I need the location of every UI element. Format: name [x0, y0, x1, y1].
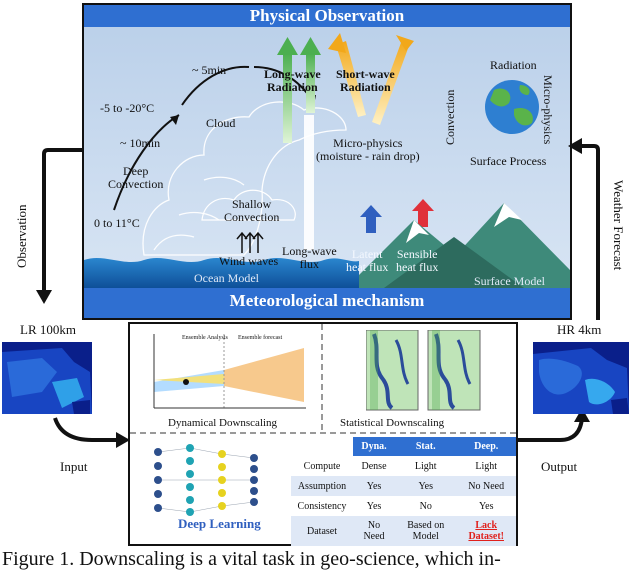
label-five-min: ~ 5min [192, 63, 227, 77]
short-wave-arrows [328, 33, 414, 125]
table-header-cell [291, 437, 353, 456]
table-header-cell: Deep. [456, 437, 516, 456]
label-surface-model: Surface Model [474, 274, 545, 288]
label-long-wave-flux: Long-wave flux [282, 244, 337, 271]
table-cell: Consistency [291, 496, 353, 516]
long-wave-arrows [277, 37, 321, 143]
deep-convection-cloud [142, 101, 347, 256]
chart-title-right: Ensemble forecast [238, 335, 283, 341]
dynamical-chart [153, 334, 306, 409]
table-cell: Light [456, 456, 516, 476]
table-row: Compute Dense Light Light [291, 456, 516, 476]
label-shallow-convection: Shallow Convection [224, 197, 280, 224]
observation-label: Observation [14, 204, 29, 268]
label-ocean-model: Ocean Model [194, 271, 259, 285]
vertical-divider [321, 324, 323, 430]
shallow-convection-cloud [201, 189, 296, 221]
weather-forecast-label: Weather Forecast [611, 180, 626, 271]
methods-panel: Ensemble Analysis Ensemble forecast Dyna… [128, 322, 518, 546]
lack-dataset-cell: Lack Dataset! [456, 516, 516, 546]
comparison-table: Dyna. Stat. Deep. Compute Dense Light Li… [291, 437, 516, 546]
hr-map [533, 342, 629, 414]
label-deep-convection: Deep Convection [108, 164, 164, 191]
label-radiation: Radiation [490, 58, 537, 72]
table-header-row: Dyna. Stat. Deep. [291, 437, 516, 456]
ocean [84, 257, 359, 288]
sensible-heat-arrow [412, 199, 434, 227]
panel-bottom-title: Meteorological mechanism [84, 290, 570, 312]
dynamical-label: Dynamical Downscaling [168, 417, 278, 429]
convection-arc-lower [113, 114, 180, 211]
hr-label: HR 4km [557, 322, 602, 337]
latent-heat-arrow [360, 205, 382, 233]
label-cloud: Cloud [206, 116, 236, 130]
label-temp-cold: -5 to -20°C [100, 101, 155, 115]
table-row: Dataset No Need Based on Model Lack Data… [291, 516, 516, 546]
table-cell: Yes [456, 496, 516, 516]
panel-title: Physical Observation [84, 5, 570, 27]
earth-globe-icon [485, 80, 539, 134]
lr-label: LR 100km [20, 322, 76, 337]
chart-title-left: Ensemble Analysis [182, 335, 228, 341]
convection-arc-upper [181, 65, 250, 106]
table-cell: Compute [291, 456, 353, 476]
deep-learning-label: Deep Learning [178, 516, 261, 531]
table-header-cell: Dyna. [353, 437, 396, 456]
table-header-cell: Stat. [395, 437, 457, 456]
table-cell: Yes [353, 476, 396, 496]
label-temp-warm: 0 to 11°C [94, 216, 140, 230]
statistical-label: Statistical Downscaling [340, 417, 445, 429]
label-wind-waves: Wind waves [219, 254, 279, 268]
table-cell: No Need [353, 516, 396, 546]
table-cell: Based on Model [395, 516, 457, 546]
table-cell: Light [395, 456, 457, 476]
table-cell: Yes [395, 476, 457, 496]
physical-observation-panel: Physical Observation Meteorological mech… [82, 3, 572, 320]
input-label: Input [60, 459, 88, 474]
mountains [346, 203, 570, 288]
table-cell: Dataset [291, 516, 353, 546]
lr-map [2, 342, 92, 414]
horizontal-divider [130, 432, 516, 434]
table-row: Consistency Yes No Yes [291, 496, 516, 516]
table-row: Assumption Yes Yes No Need [291, 476, 516, 496]
label-short-wave-radiation: Short-wave Radiation [336, 67, 395, 94]
wind-wave-arrows [236, 231, 264, 253]
label-latent-heat-flux: Latent heat flux [346, 247, 389, 274]
label-long-wave-radiation: Long-wave Radiation [264, 67, 321, 94]
statistical-maps [366, 330, 481, 411]
long-wave-flux-column [304, 115, 314, 250]
table-cell: Yes [353, 496, 396, 516]
table-cell: Assumption [291, 476, 353, 496]
table-cell: Dense [353, 456, 396, 476]
figure-caption: Figure 1. Downscaling is a vital task in… [2, 548, 501, 570]
label-sensible-heat-flux: Sensible heat flux [396, 247, 439, 274]
table-cell: No Need [456, 476, 516, 496]
label-micro-physics-center: Micro-physics (moisture - rain drop) [316, 136, 420, 163]
label-surface-process: Surface Process [470, 154, 547, 168]
label-ten-min: ~ 10min [120, 136, 161, 150]
table-cell: No [395, 496, 457, 516]
neural-network-icon [154, 444, 258, 516]
output-label: Output [541, 459, 578, 474]
